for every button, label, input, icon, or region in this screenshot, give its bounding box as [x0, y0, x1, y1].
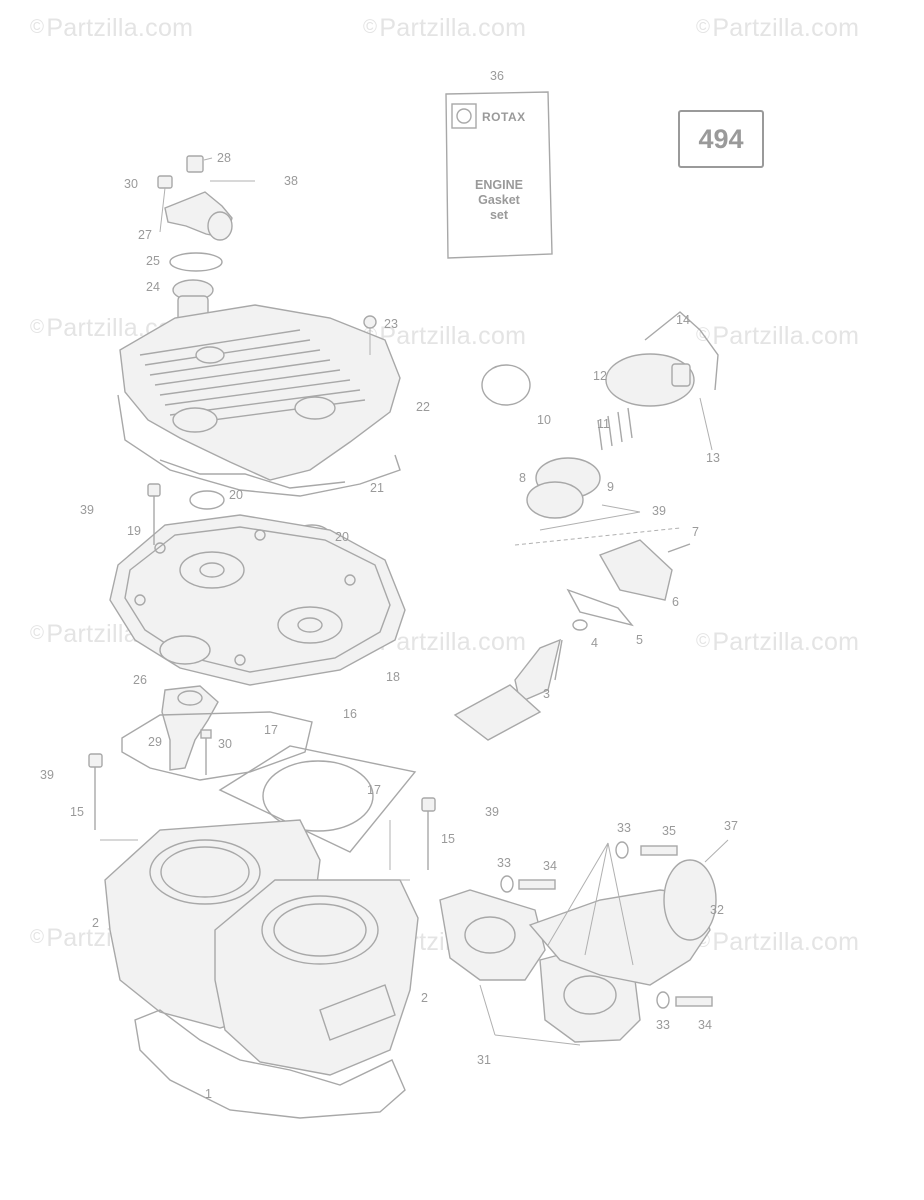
callout-24[interactable]: 24	[146, 280, 160, 294]
callout-33[interactable]: 33	[656, 1018, 670, 1032]
callout-1[interactable]: 1	[205, 1087, 212, 1101]
callout-9[interactable]: 9	[607, 480, 614, 494]
watermark: ©Partzilla.com	[696, 322, 860, 350]
o-ring-10	[481, 364, 531, 406]
watermark: ©Partzilla.com	[696, 628, 860, 656]
callout-32[interactable]: 32	[710, 903, 724, 917]
callout-26[interactable]: 26	[133, 673, 147, 687]
callout-33[interactable]: 33	[497, 856, 511, 870]
kit-title-line-1: ENGINE	[475, 178, 523, 192]
callout-18[interactable]: 18	[386, 670, 400, 684]
callout-8[interactable]: 8	[519, 471, 526, 485]
copyright-symbol: ©	[30, 17, 45, 38]
callout-34[interactable]: 34	[543, 859, 557, 873]
callout-39[interactable]: 39	[80, 503, 94, 517]
gasket-16	[121, 711, 313, 781]
callout-39[interactable]: 39	[652, 504, 666, 518]
copyright-symbol: ©	[696, 17, 711, 38]
callout-19[interactable]: 19	[127, 524, 141, 538]
callout-39[interactable]: 39	[485, 805, 499, 819]
callout-14[interactable]: 14	[676, 313, 690, 327]
callout-17[interactable]: 17	[367, 783, 381, 797]
valve-assembly	[453, 311, 719, 741]
callout-16[interactable]: 16	[343, 707, 357, 721]
callout-29[interactable]: 29	[148, 735, 162, 749]
copyright-symbol: ©	[696, 631, 711, 652]
gasket-kit-box: ROTAX ENGINE Gasket set	[444, 88, 554, 260]
callout-21[interactable]: 21	[370, 481, 384, 495]
callout-15[interactable]: 15	[441, 832, 455, 846]
kit-title-line-3: set	[489, 208, 509, 222]
callout-13[interactable]: 13	[706, 451, 720, 465]
cylinder-block	[104, 819, 419, 1076]
callout-11[interactable]: 11	[597, 417, 610, 431]
callout-12[interactable]: 12	[593, 369, 607, 383]
callout-4[interactable]: 4	[591, 636, 598, 650]
callout-30[interactable]: 30	[218, 737, 232, 751]
copyright-symbol: ©	[363, 17, 378, 38]
callout-33[interactable]: 33	[617, 821, 631, 835]
cylinder-head-cover	[119, 304, 401, 481]
callout-17[interactable]: 17	[264, 723, 278, 737]
callout-31[interactable]: 31	[477, 1053, 491, 1067]
callout-38[interactable]: 38	[284, 174, 298, 188]
watermark: ©Partzilla.com	[696, 14, 860, 42]
callout-20[interactable]: 20	[229, 488, 243, 502]
callout-3[interactable]: 3	[543, 687, 550, 701]
callout-23[interactable]: 23	[384, 317, 398, 331]
copyright-symbol: ©	[30, 317, 45, 338]
gasket-17	[218, 745, 417, 853]
callout-36[interactable]: 36	[490, 69, 504, 83]
callout-6[interactable]: 6	[672, 595, 679, 609]
callout-15[interactable]: 15	[70, 805, 84, 819]
exhaust-manifold	[439, 859, 717, 1043]
water-outlet	[161, 685, 219, 771]
callout-34[interactable]: 34	[698, 1018, 712, 1032]
kit-brand: ROTAX	[482, 110, 526, 124]
callout-22[interactable]: 22	[416, 400, 430, 414]
copyright-symbol: ©	[30, 623, 45, 644]
callout-35[interactable]: 35	[662, 824, 676, 838]
cylinder-head	[109, 514, 406, 686]
callout-25[interactable]: 25	[146, 254, 160, 268]
callout-30[interactable]: 30	[124, 177, 138, 191]
callout-2[interactable]: 2	[92, 916, 99, 930]
thermostat-housing	[157, 155, 255, 325]
kit-title-line-2: Gasket	[478, 193, 520, 207]
watermark: ©Partzilla.com	[363, 14, 527, 42]
head-gasket-21	[117, 394, 401, 497]
callout-37[interactable]: 37	[724, 819, 738, 833]
watermark: ©Partzilla.com	[30, 14, 194, 42]
callout-10[interactable]: 10	[537, 413, 551, 427]
callout-27[interactable]: 27	[138, 228, 152, 242]
callout-39[interactable]: 39	[40, 768, 54, 782]
base-gasket	[134, 1009, 406, 1119]
copyright-symbol: ©	[30, 927, 45, 948]
callout-7[interactable]: 7	[692, 525, 699, 539]
reference-number-box: 494	[678, 110, 764, 168]
callout-28[interactable]: 28	[217, 151, 231, 165]
kit-box-outline	[445, 91, 553, 259]
callout-20[interactable]: 20	[335, 530, 349, 544]
callout-2[interactable]: 2	[421, 991, 428, 1005]
callout-5[interactable]: 5	[636, 633, 643, 647]
